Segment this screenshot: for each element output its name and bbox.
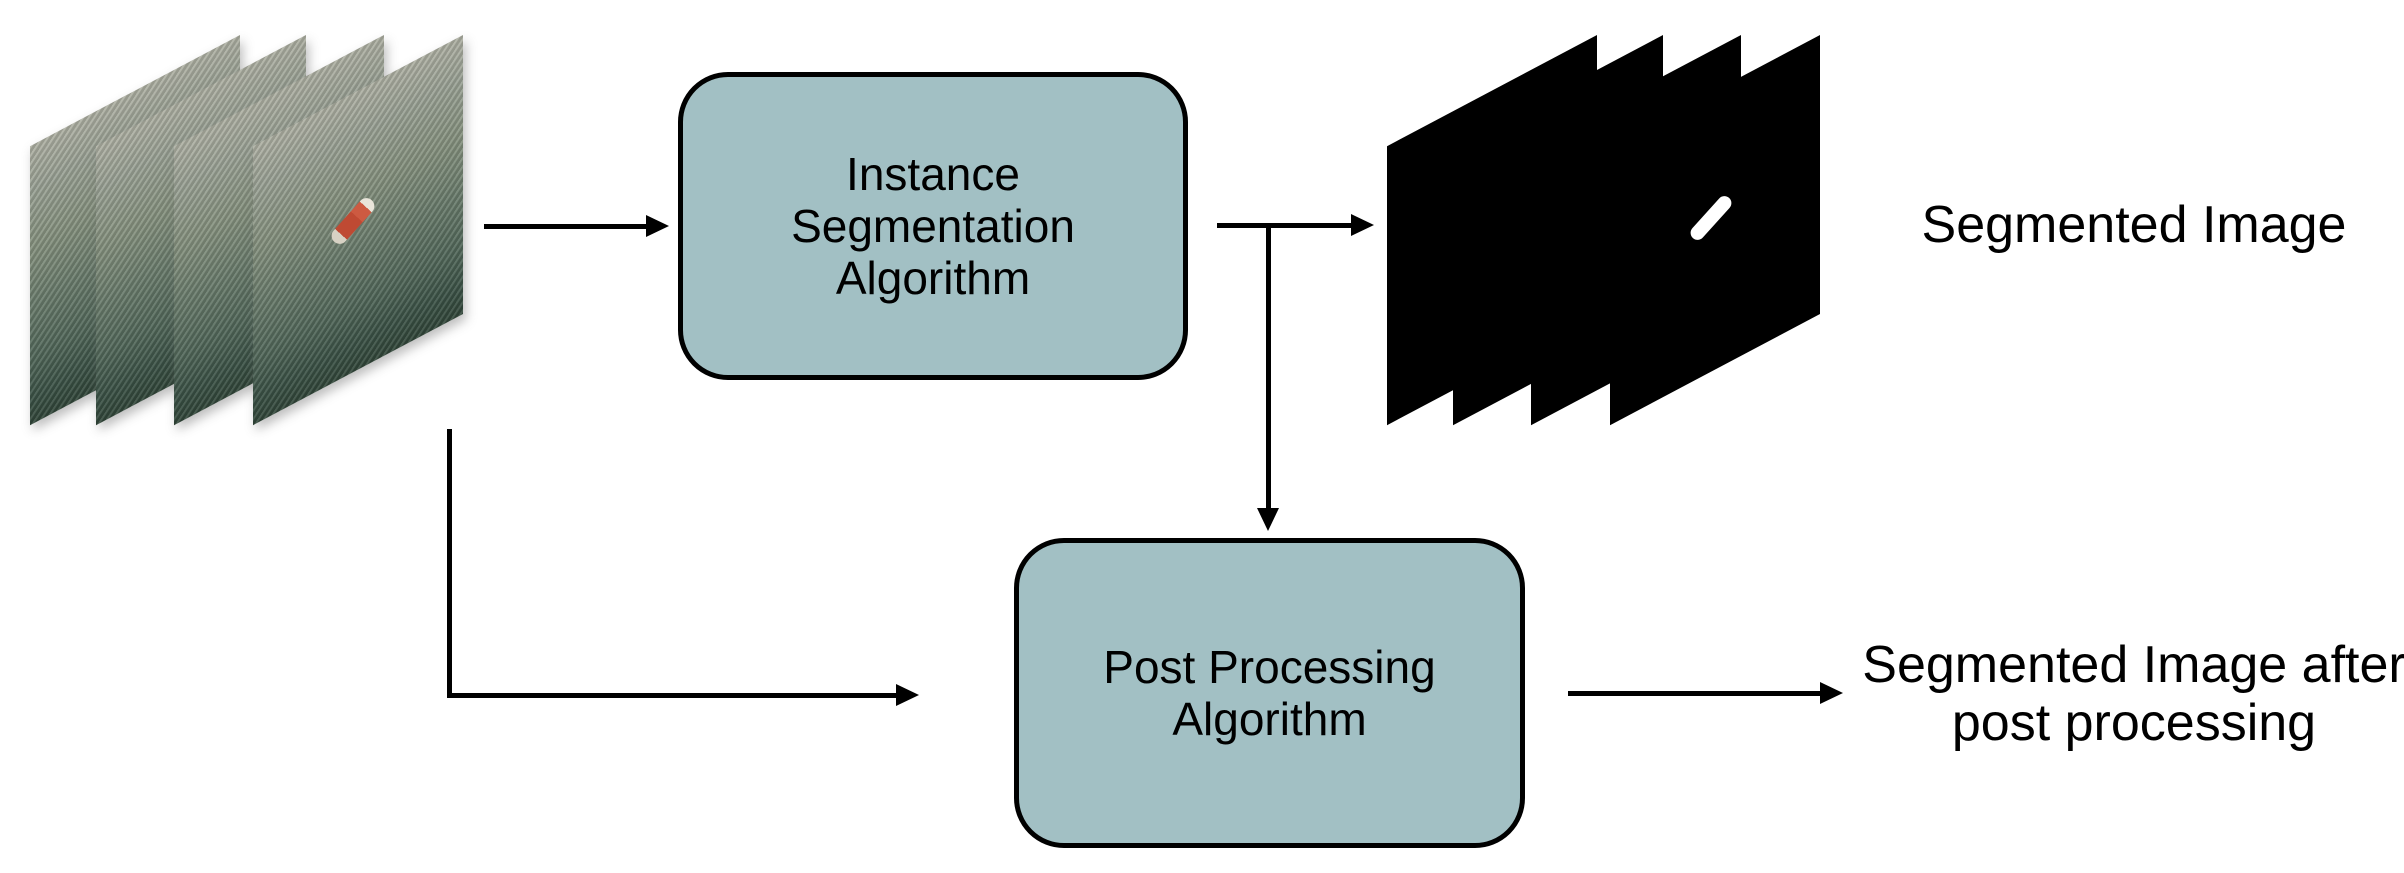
segmented-after-line2: post processing xyxy=(1951,694,2317,752)
arrowhead-instance-to-segmented xyxy=(1351,214,1374,236)
arrowhead-post-to-output xyxy=(1820,682,1843,704)
instance-segmentation-box: Instance Segmentation Algorithm xyxy=(678,72,1188,380)
arrow-input-to-instance xyxy=(484,224,648,229)
arrow-branch-to-post xyxy=(1266,226,1271,508)
segmented-after-line1: Segmented Image after xyxy=(1862,636,2404,694)
segmented-image-label: Segmented Image xyxy=(1921,196,2347,254)
arrow-instance-to-segmented xyxy=(1217,223,1351,228)
segmented-after-label: Segmented Image after post processing xyxy=(1834,636,2404,752)
post-box-line2: Algorithm xyxy=(1172,693,1367,745)
arrowhead-branch-to-post xyxy=(1257,508,1279,531)
arrow-post-to-output xyxy=(1568,691,1820,696)
arrow-input-to-post-horizontal xyxy=(447,693,896,698)
instance-box-line3: Algorithm xyxy=(835,252,1031,304)
post-box-line1: Post Processing xyxy=(1103,641,1436,693)
instance-box-line2: Segmentation xyxy=(791,200,1075,252)
post-processing-box: Post Processing Algorithm xyxy=(1014,538,1525,848)
arrowhead-input-to-instance xyxy=(646,215,669,237)
arrow-input-to-post-vertical xyxy=(447,429,452,698)
arrowhead-input-to-post xyxy=(896,684,919,706)
instance-box-line1: Instance xyxy=(846,148,1020,200)
